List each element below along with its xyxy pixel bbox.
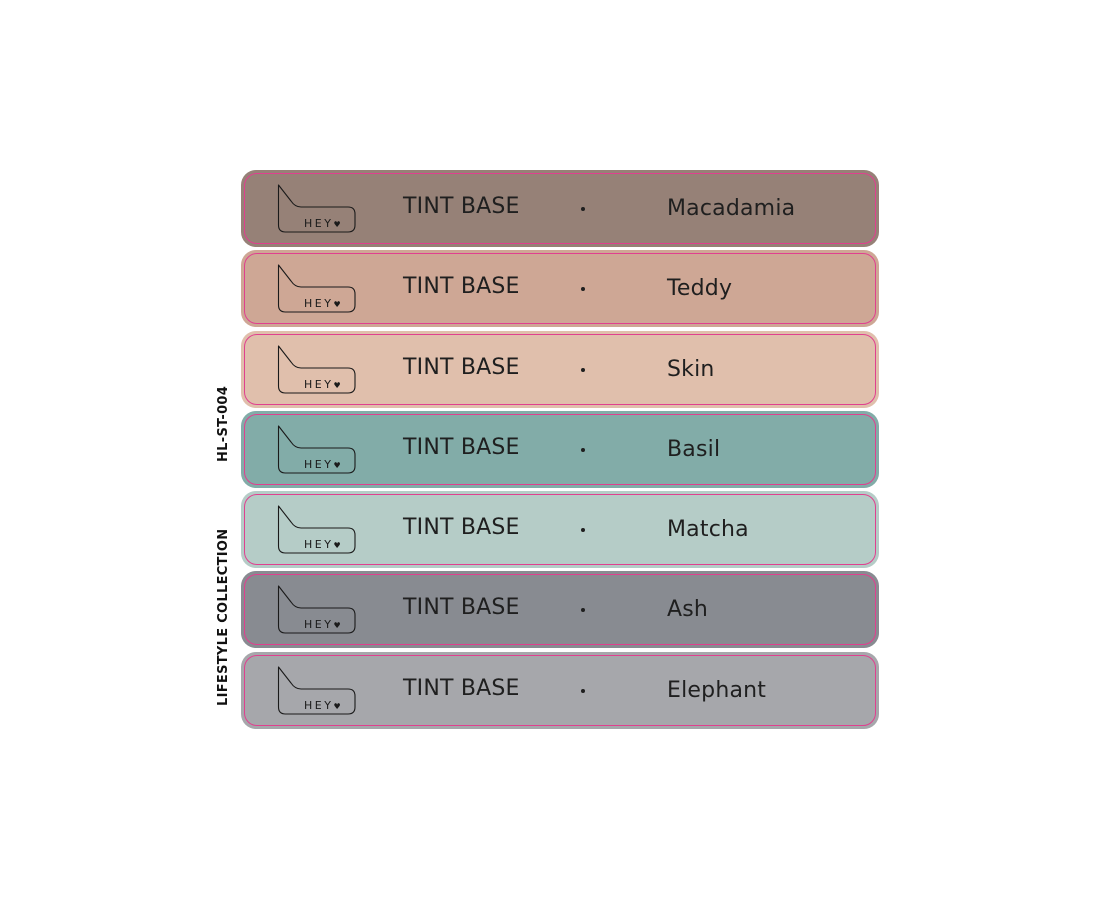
shade-name: Matcha	[667, 517, 749, 543]
shade-name: Elephant	[667, 677, 767, 703]
separator-dot	[581, 367, 585, 372]
separator-dot	[581, 688, 585, 693]
product-name: TINT BASE	[403, 434, 520, 460]
hey-logo: HEY♥	[277, 425, 357, 475]
shade-name: Skin	[667, 356, 715, 382]
heart-icon: ♥	[333, 541, 341, 551]
logo-text: HEY♥	[304, 538, 341, 552]
speech-bubble-icon	[277, 264, 356, 313]
hey-logo: HEY♥	[277, 184, 357, 234]
product-name: TINT BASE	[403, 595, 520, 621]
logo-text: HEY♥	[304, 377, 341, 391]
separator-dot	[581, 528, 585, 533]
swatch-strip-skin: HEY♥ TINT BASE Skin	[241, 330, 879, 408]
swatch-strip-matcha: HEY♥ TINT BASE Matcha	[241, 491, 879, 569]
heart-icon: ♥	[333, 460, 341, 470]
shade-name: Ash	[667, 597, 709, 623]
shade-name: Macadamia	[667, 196, 796, 221]
swatch-strip-ash: HEY♥ TINT BASE Ash	[241, 571, 879, 649]
speech-bubble-icon	[277, 184, 356, 233]
heart-icon: ♥	[333, 621, 341, 631]
speech-bubble-icon	[277, 666, 356, 715]
product-name: TINT BASE	[403, 675, 520, 701]
swatch-strip-macadamia: HEY♥ TINT BASE Macadamia	[241, 170, 879, 247]
separator-dot	[581, 608, 585, 613]
heart-icon: ♥	[333, 380, 341, 390]
product-name: TINT BASE	[403, 354, 520, 380]
hey-logo: HEY♥	[277, 264, 357, 314]
speech-bubble-icon	[277, 345, 356, 394]
collection-label: LIFESTYLE COLLECTION	[216, 528, 231, 706]
heart-icon: ♥	[333, 701, 341, 711]
logo-text: HEY♥	[304, 217, 341, 230]
logo-text: HEY♥	[304, 297, 341, 311]
heart-icon: ♥	[333, 220, 341, 229]
shade-name: Teddy	[667, 276, 733, 302]
swatch-strip-basil: HEY♥ TINT BASE Basil	[241, 410, 879, 488]
swatch-strip-elephant: HEY♥ TINT BASE Elephant	[241, 651, 879, 729]
hey-logo: HEY♥	[277, 505, 357, 555]
speech-bubble-icon	[277, 505, 356, 554]
hey-logo: HEY♥	[277, 345, 357, 395]
product-name: TINT BASE	[403, 515, 520, 541]
speech-bubble-icon	[277, 585, 356, 635]
logo-text: HEY♥	[304, 457, 341, 471]
separator-dot	[581, 287, 585, 292]
swatch-strip-teddy: HEY♥ TINT BASE Teddy	[241, 250, 879, 328]
swatch-list: HEY♥ TINT BASE Macadamia HEY♥ TINT BASE …	[241, 170, 879, 732]
product-name: TINT BASE	[403, 274, 520, 300]
product-name: TINT BASE	[403, 194, 520, 219]
hey-logo: HEY♥	[277, 585, 357, 635]
shade-name: Basil	[667, 436, 721, 462]
logo-text: HEY♥	[304, 618, 341, 632]
hey-logo: HEY♥	[277, 666, 357, 716]
logo-text: HEY♥	[304, 698, 341, 712]
separator-dot	[581, 207, 585, 211]
heart-icon: ♥	[333, 300, 341, 310]
speech-bubble-icon	[277, 425, 356, 474]
product-code-label: HL-ST-004	[216, 385, 231, 462]
separator-dot	[581, 447, 585, 452]
